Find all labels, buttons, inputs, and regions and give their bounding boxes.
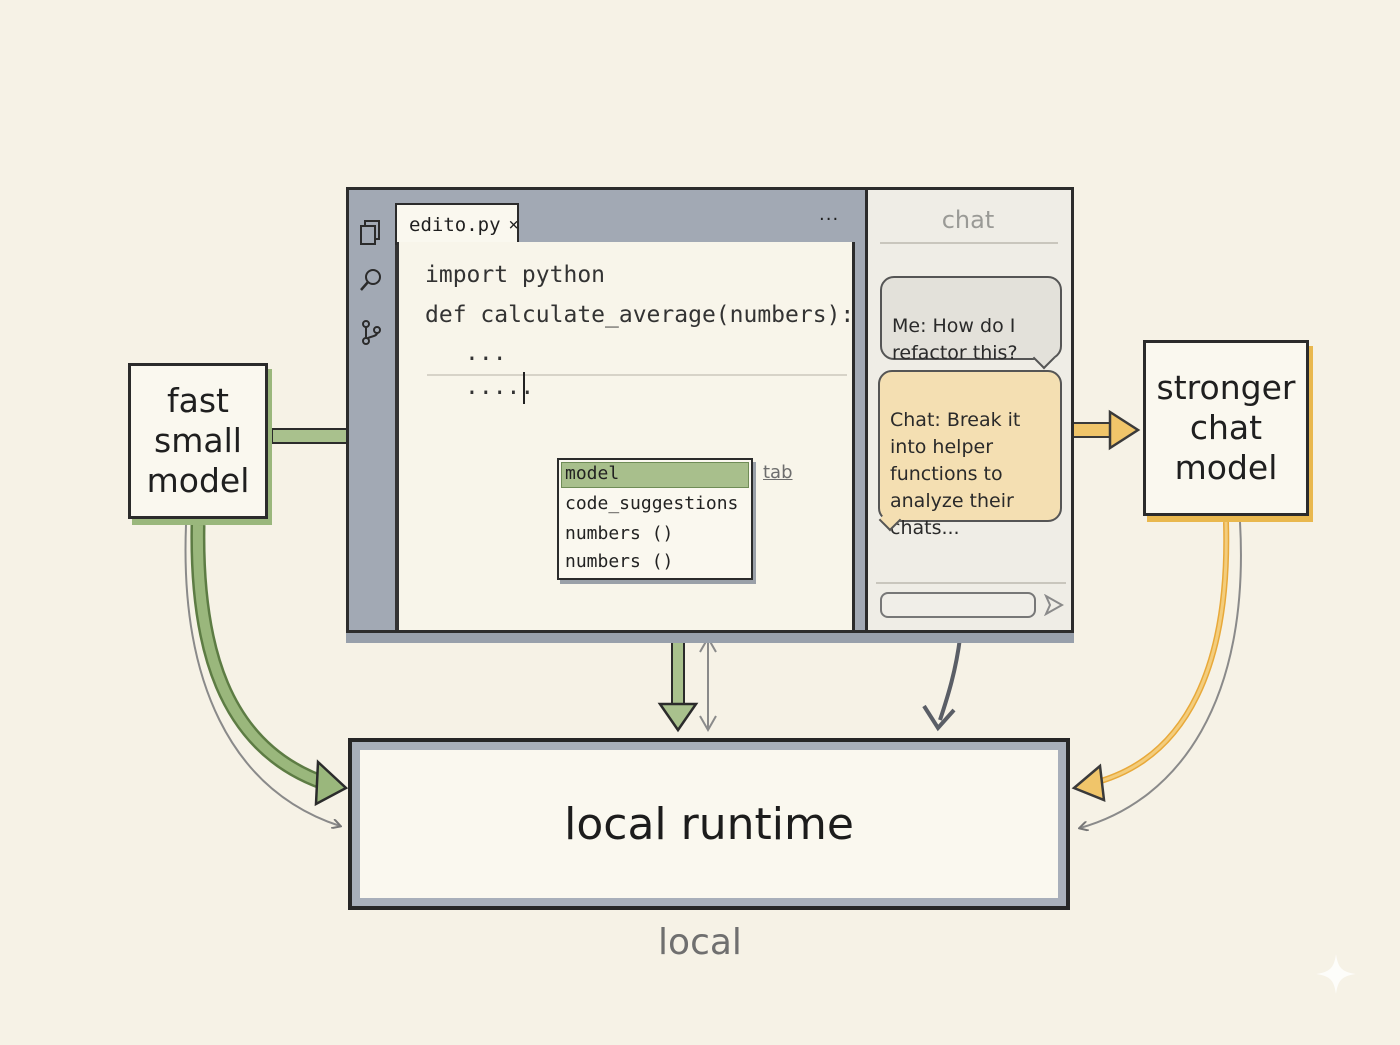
files-icon[interactable]: [357, 218, 385, 246]
autocomplete-item[interactable]: numbers (): [565, 523, 674, 544]
search-icon[interactable]: [357, 266, 385, 294]
user-message-bubble: Me: How do I refactor this?: [880, 276, 1062, 364]
chat-input[interactable]: [880, 592, 1036, 618]
local-caption: local: [658, 922, 742, 963]
editor-window: edito.py × ... import python def calcula…: [346, 187, 1074, 633]
stronger-chat-model-box: stronger chat model: [1143, 340, 1309, 516]
chat-to-runtime-arrow: [922, 637, 962, 732]
assistant-message-bubble: Chat: Break it into helper functions to …: [878, 370, 1062, 539]
fast-small-model-box: fast small model: [128, 363, 268, 519]
autocomplete-item[interactable]: code_suggestions: [565, 493, 739, 514]
code-line: def calculate_average(numbers):: [425, 302, 855, 328]
code-editor[interactable]: import python def calculate_average(numb…: [397, 242, 855, 630]
code-line: .....: [465, 374, 535, 400]
activity-bar: [349, 190, 397, 630]
autocomplete-item[interactable]: numbers (): [565, 551, 674, 572]
user-message-text: Me: How do I refactor this?: [892, 315, 1018, 364]
stronger-chat-model-label: stronger chat model: [1156, 368, 1296, 487]
code-line: import python: [425, 262, 606, 288]
autocomplete-selection-highlight: [561, 462, 749, 488]
chat-title: chat: [941, 206, 995, 234]
tab-edito-py[interactable]: edito.py ×: [395, 203, 519, 245]
close-icon[interactable]: ×: [508, 215, 519, 235]
tab-hint: tab: [763, 462, 793, 483]
divider: [876, 582, 1066, 584]
local-runtime-label: local runtime: [564, 798, 854, 850]
local-runtime-box: local runtime: [348, 738, 1070, 910]
autocomplete-item[interactable]: model: [565, 463, 620, 484]
sparkle-icon: [1316, 954, 1356, 994]
text-cursor: [523, 372, 525, 404]
divider: [880, 242, 1058, 244]
autocomplete-popup: model code_suggestions numbers () number…: [557, 458, 753, 580]
more-actions-icon[interactable]: ...: [819, 204, 840, 225]
editor-to-runtime-arrow: [657, 635, 699, 733]
send-icon[interactable]: [1044, 594, 1064, 616]
code-line: ...: [465, 340, 507, 366]
line-divider: [427, 374, 847, 376]
fast-to-runtime-arrow: [184, 524, 349, 826]
source-control-icon[interactable]: [357, 318, 385, 346]
bidirectional-arrow: [699, 635, 717, 733]
chat-panel: chat Me: How do I refactor this? Chat: B…: [865, 190, 1071, 630]
assistant-message-text: Chat: Break it into helper functions to …: [890, 409, 1021, 539]
fast-small-model-label: fast small model: [146, 381, 250, 500]
tab-title: edito.py: [409, 214, 501, 236]
strong-to-runtime-arrow: [1071, 521, 1242, 828]
